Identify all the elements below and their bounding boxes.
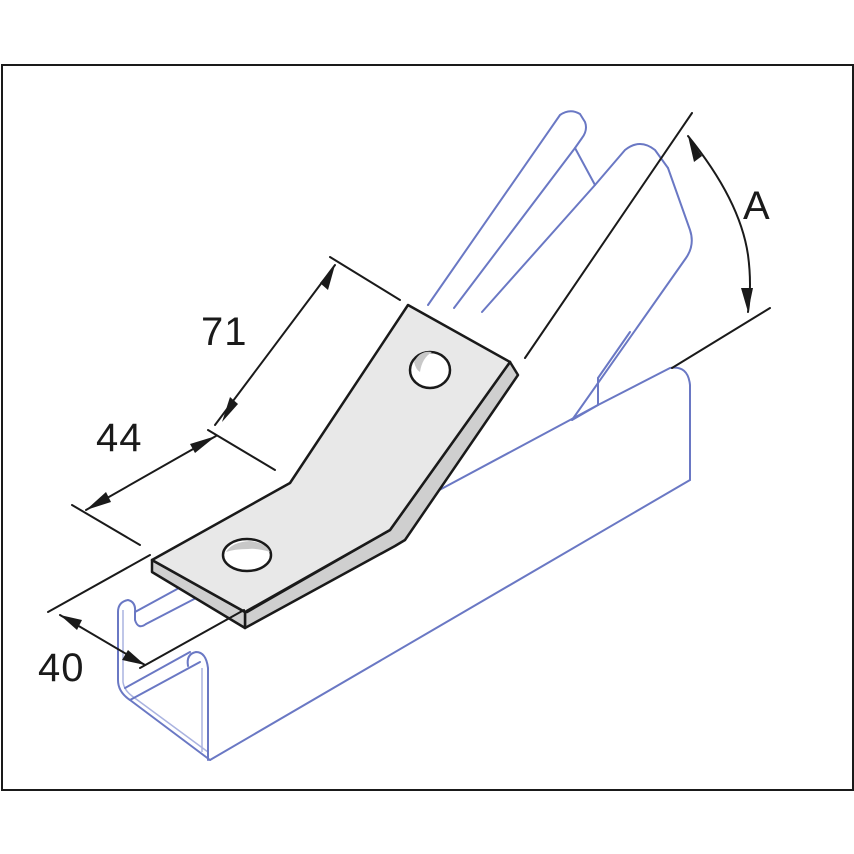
bolt-hole-upper xyxy=(408,350,452,390)
dimension-angle-a xyxy=(524,112,771,369)
angled-channel xyxy=(427,110,693,421)
dimension-44 xyxy=(71,435,217,546)
bolt-hole-lower xyxy=(221,537,273,573)
angle-plate xyxy=(150,303,520,630)
dimension-label-71: 71 xyxy=(201,310,248,354)
dimension-label-40: 40 xyxy=(38,646,85,690)
dimension-label-angle: A xyxy=(743,184,771,228)
dimension-label-44: 44 xyxy=(96,416,143,460)
dimension-71 xyxy=(207,256,401,471)
base-channel xyxy=(117,366,691,761)
dimension-40 xyxy=(47,554,245,669)
